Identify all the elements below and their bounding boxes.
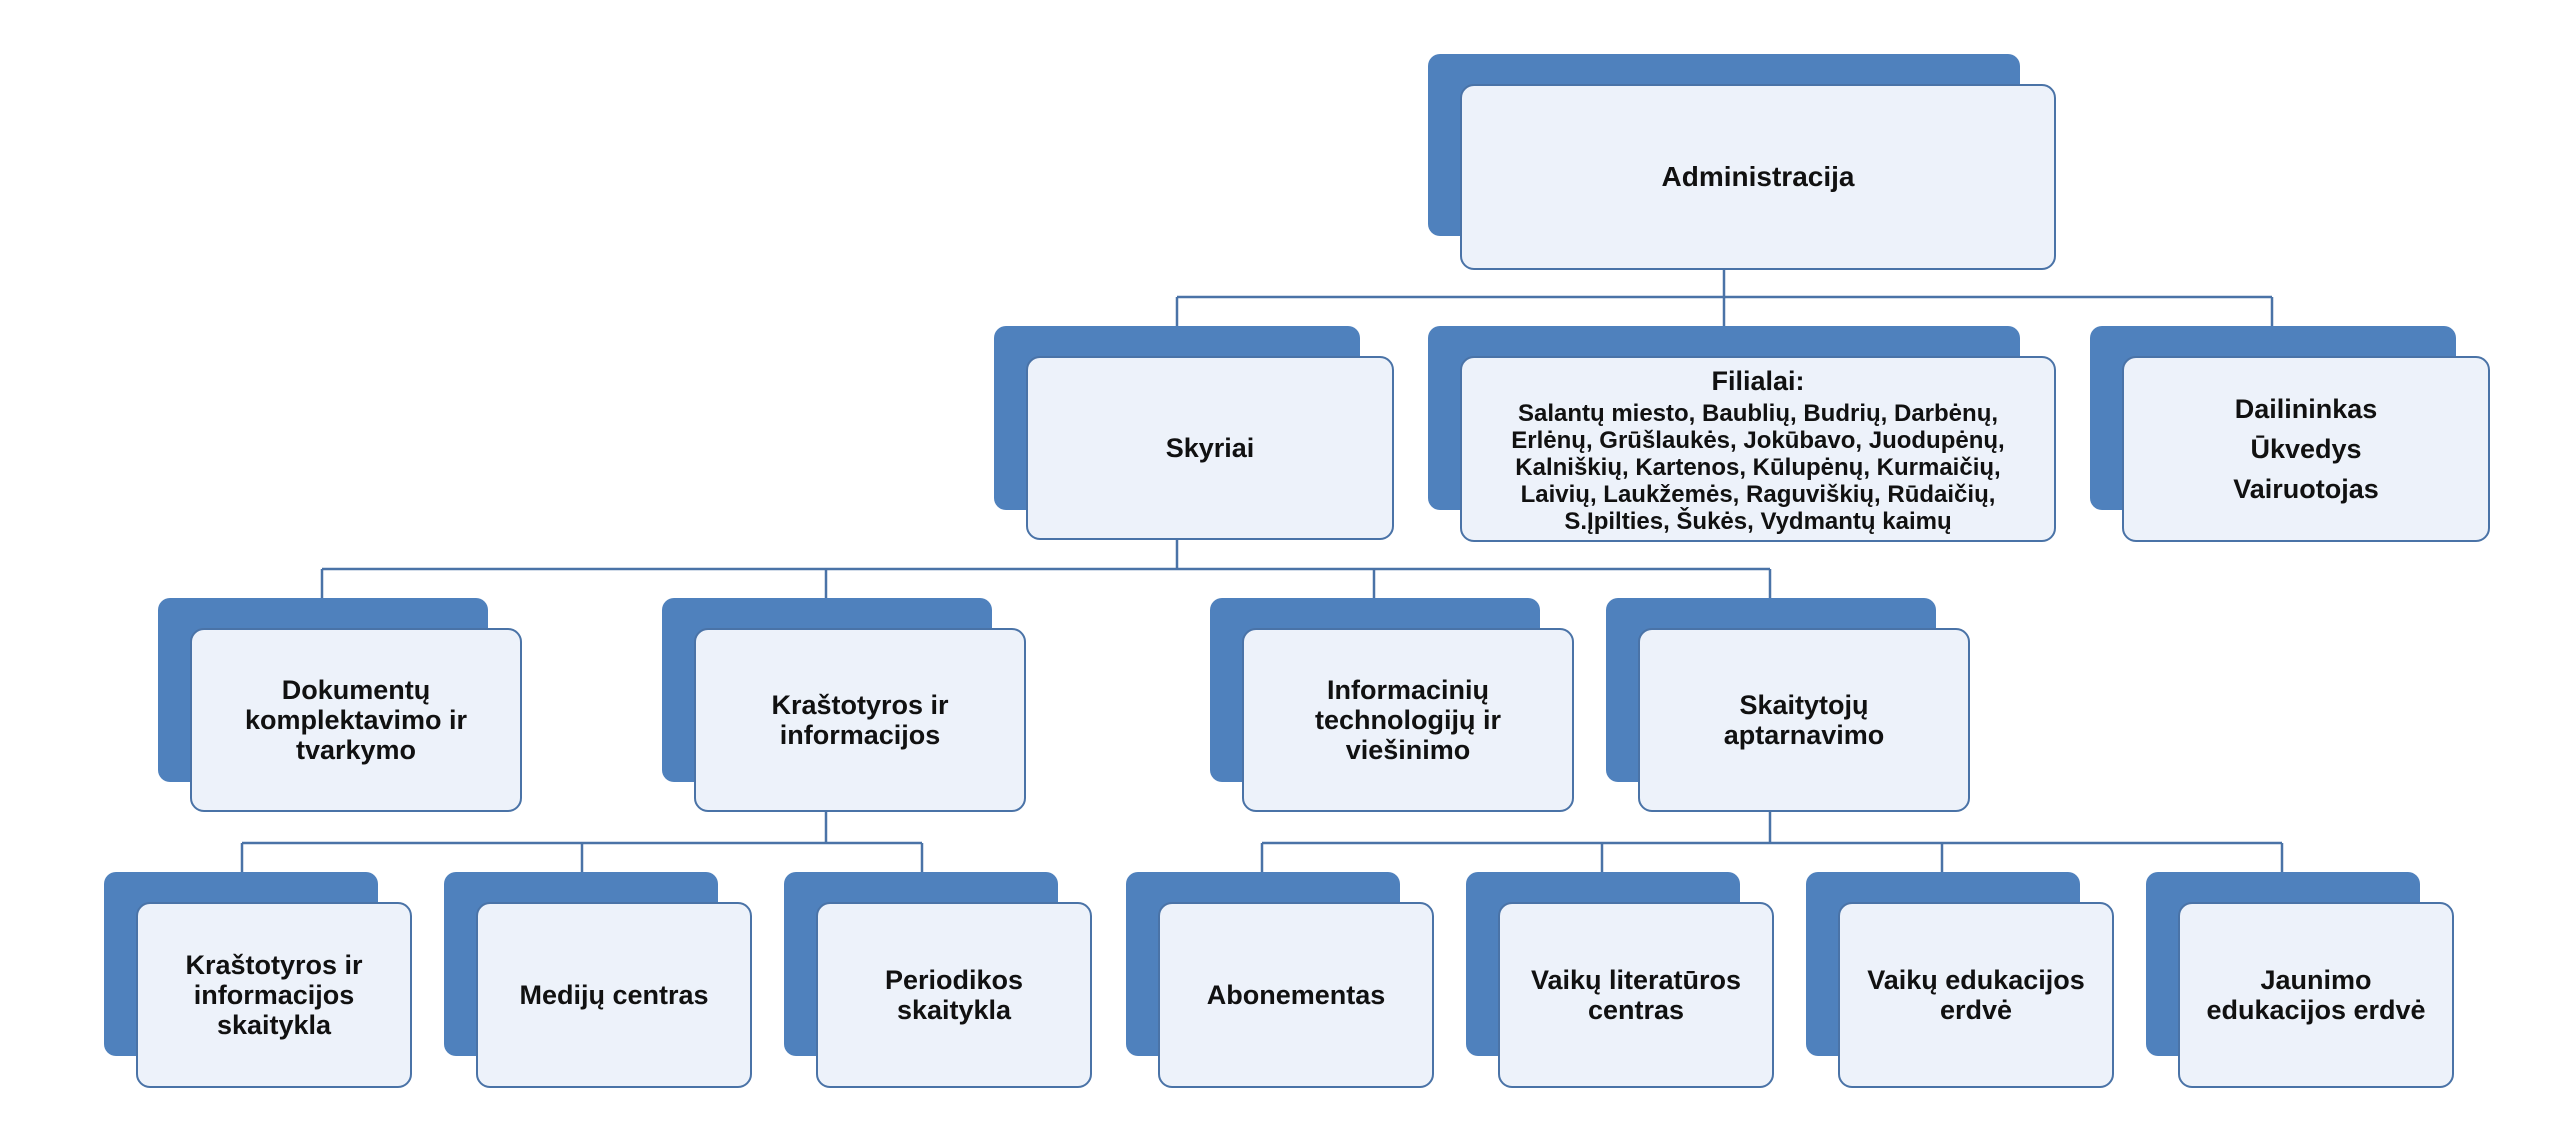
filialai-title: Filialai: bbox=[1711, 365, 1805, 396]
node-skaitytoju-label: Skaitytojų aptarnavimo bbox=[1723, 690, 1885, 750]
staff-item-ukvedys: Ūkvedys bbox=[2250, 434, 2362, 464]
node-vaiku-literaturos: Vaikų literatūros centras bbox=[1466, 872, 1774, 1088]
node-krastotyros: Kraštotyros ir informacijos bbox=[662, 598, 1026, 812]
node-skyriai: Skyriai bbox=[994, 326, 1394, 540]
filialai-list: Salantų miesto, Baublių, Budrių, Darbėnų… bbox=[1511, 399, 2005, 535]
staff-item-dailininkas: Dailininkas bbox=[2234, 394, 2378, 424]
node-it-label: Informacinių technologijų ir viešinimo bbox=[1315, 675, 1501, 765]
node-filialai: Filialai: Salantų miesto, Baublių, Budri… bbox=[1428, 326, 2056, 542]
node-jaunimo-edukacijos-label: Jaunimo edukacijos erdvė bbox=[2206, 965, 2426, 1025]
node-dokumentu-label: Dokumentų komplektavimo ir tvarkymo bbox=[244, 675, 468, 765]
node-abonementas: Abonementas bbox=[1126, 872, 1434, 1088]
node-krastotyros-skaitykla-label: Kraštotyros ir informacijos skaitykla bbox=[185, 950, 363, 1040]
node-vaiku-literaturos-label: Vaikų literatūros centras bbox=[1530, 965, 1742, 1025]
node-vaiku-edukacijos-label: Vaikų edukacijos erdvė bbox=[1867, 965, 2085, 1025]
node-dokumentu: Dokumentų komplektavimo ir tvarkymo bbox=[158, 598, 522, 812]
node-periodikos-skaitykla: Periodikos skaitykla bbox=[784, 872, 1092, 1088]
node-krastotyros-label: Kraštotyros ir informacijos bbox=[771, 690, 949, 750]
node-mediju-centras: Medijų centras bbox=[444, 872, 752, 1088]
node-vaiku-edukacijos: Vaikų edukacijos erdvė bbox=[1806, 872, 2114, 1088]
node-jaunimo-edukacijos: Jaunimo edukacijos erdvė bbox=[2146, 872, 2454, 1088]
node-periodikos-skaitykla-label: Periodikos skaitykla bbox=[884, 965, 1024, 1025]
node-administracija: Administracija bbox=[1428, 54, 2056, 270]
node-krastotyros-skaitykla: Kraštotyros ir informacijos skaitykla bbox=[104, 872, 412, 1088]
node-staff: Dailininkas Ūkvedys Vairuotojas bbox=[2090, 326, 2490, 542]
node-skaitytoju: Skaitytojų aptarnavimo bbox=[1606, 598, 1970, 812]
node-skyriai-label: Skyriai bbox=[1165, 433, 1255, 463]
node-administracija-label: Administracija bbox=[1661, 161, 1855, 192]
node-it: Informacinių technologijų ir viešinimo bbox=[1210, 598, 1574, 812]
node-mediju-centras-label: Medijų centras bbox=[519, 980, 709, 1010]
node-abonementas-label: Abonementas bbox=[1206, 980, 1386, 1010]
staff-item-vairuotojas: Vairuotojas bbox=[2233, 474, 2379, 504]
